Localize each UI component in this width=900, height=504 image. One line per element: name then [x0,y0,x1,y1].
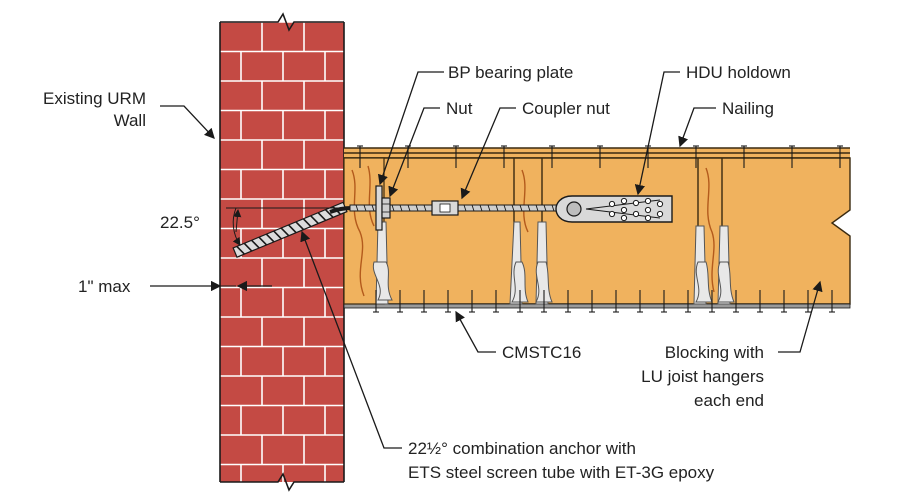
label-anchor-2: ETS steel screen tube with ET-3G epoxy [408,463,715,482]
label-bp-bearing-plate: BP bearing plate [448,63,573,82]
lu-hanger-3 [535,221,553,305]
joist [343,157,851,305]
label-cmstc16: CMSTC16 [502,343,581,362]
mortar-joints [220,22,344,482]
label-urm-wall-2: Wall [114,111,146,130]
angle-dimension [150,207,344,292]
combination-anchor-assembly [232,185,673,258]
floor-assembly [343,145,851,313]
label-coupler-nut: Coupler nut [522,99,610,118]
lu-hanger-5 [717,225,735,305]
label-angle: 22.5° [160,213,200,232]
label-urm-wall-1: Existing URM [43,89,146,108]
label-max-embed: 1" max [78,277,131,296]
break-mark-top [220,12,344,32]
break-mark-bottom [220,472,344,492]
lu-hanger-1 [372,221,393,305]
label-hdu-holdown: HDU holdown [686,63,791,82]
label-nut: Nut [446,99,473,118]
labels: Existing URM Wall 22.5° 1" max BP bearin… [43,63,791,482]
label-nailing: Nailing [722,99,774,118]
nut [381,197,391,219]
lu-hanger-4 [693,225,713,305]
hdu-holdown [555,195,673,223]
lu-hanger-2 [509,221,529,305]
leader-lines [160,71,823,449]
nailing-bottom [373,290,835,313]
label-blocking-1: Blocking with [665,343,764,362]
label-blocking-2: LU joist hangers [641,367,764,386]
bp-bearing-plate [375,185,383,231]
nailing-top [357,145,843,168]
cmstc16-strap [343,303,851,309]
label-blocking-3: each end [694,391,764,410]
label-anchor-1: 22½° combination anchor with [408,439,636,458]
